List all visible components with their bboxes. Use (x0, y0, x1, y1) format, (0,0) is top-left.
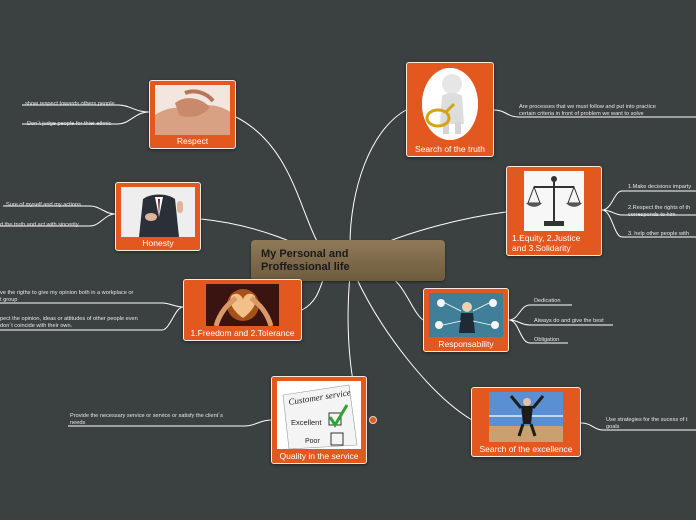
node-honesty[interactable]: Honesty (115, 182, 201, 251)
businessman-winning-race-image (489, 392, 563, 442)
leaf-freedom-1[interactable]: ve the rigths to give my opinion both in… (0, 290, 133, 304)
scales-of-justice-image (524, 171, 584, 231)
leaf-excellence-1[interactable]: Use strategies for the sucess of t goals (606, 417, 687, 431)
checklist-excellent: Excellent (291, 418, 322, 427)
business-people-network-image (429, 293, 503, 337)
node-responsability-label: Responsability (424, 339, 508, 349)
central-topic-title: My Personal and Proffessional life (261, 248, 436, 274)
leaf-truth-1[interactable]: Are processes that we must follow and pu… (519, 104, 656, 118)
node-equity-justice-solidarity-label: 1.Equity, 2.Justice and 3.Solidarity (507, 233, 601, 253)
node-search-truth-label: Search of the truth (407, 144, 493, 154)
businessman-hand-on-heart-image (121, 187, 195, 237)
hands-holding-image (155, 85, 230, 135)
hands-forming-heart-image (206, 284, 279, 326)
leaf-honesty-1[interactable]: Sure of myself and my actions (6, 202, 81, 209)
node-search-excellence[interactable]: Search of the excellence (471, 387, 581, 457)
leaf-justice-1[interactable]: 2.Respect the rights of th corresponds t… (628, 205, 690, 219)
leaf-quality-1[interactable]: Provide the necessary service or service… (70, 413, 223, 427)
node-equity-justice-solidarity[interactable]: 1.Equity, 2.Justice and 3.Solidarity (506, 166, 602, 256)
leaf-equity-1[interactable]: 1.Make decisions imparty (628, 184, 691, 191)
leaf-responsability-3[interactable]: Obligation (534, 337, 559, 344)
leaf-respect-2[interactable]: Don´t judge people for thier ethnic (27, 121, 111, 128)
node-freedom-tolerance[interactable]: 1.Freedom and 2.Tolerance (183, 279, 302, 341)
checklist-poor: Poor (305, 438, 320, 445)
leaf-responsability-1[interactable]: Dedication (534, 298, 560, 305)
leaf-solidarity-1[interactable]: 3. help other people with (628, 231, 689, 238)
leaf-respect-1[interactable]: show respect towards others people (25, 101, 115, 108)
node-responsability[interactable]: Responsability (423, 288, 509, 352)
node-quality-service[interactable]: Customer service Excellent Poor Quality … (271, 376, 367, 464)
connector-truth (350, 110, 406, 245)
node-search-truth[interactable]: Search of the truth (406, 62, 494, 157)
leaf-honesty-2[interactable]: d the truth and act with sincerity (0, 222, 79, 229)
customer-service-checklist-image: Customer service Excellent Poor (277, 381, 361, 449)
leaf-tolerance-1[interactable]: pect the opinion, ideas or attitudes of … (0, 316, 138, 330)
central-topic[interactable]: My Personal and Proffessional life (251, 240, 445, 281)
figure-with-magnifying-glass-image (422, 68, 478, 140)
node-search-excellence-label: Search of the excellence (472, 444, 580, 454)
node-honesty-label: Honesty (116, 238, 200, 248)
collapse-toggle[interactable] (369, 416, 377, 424)
node-quality-service-label: Quality in the service (272, 451, 366, 461)
leaf-responsability-2[interactable]: Always do and give the best (534, 318, 604, 325)
node-freedom-tolerance-label: 1.Freedom and 2.Tolerance (184, 328, 301, 338)
node-respect-label: Respect (150, 136, 235, 146)
node-respect[interactable]: Respect (149, 80, 236, 149)
